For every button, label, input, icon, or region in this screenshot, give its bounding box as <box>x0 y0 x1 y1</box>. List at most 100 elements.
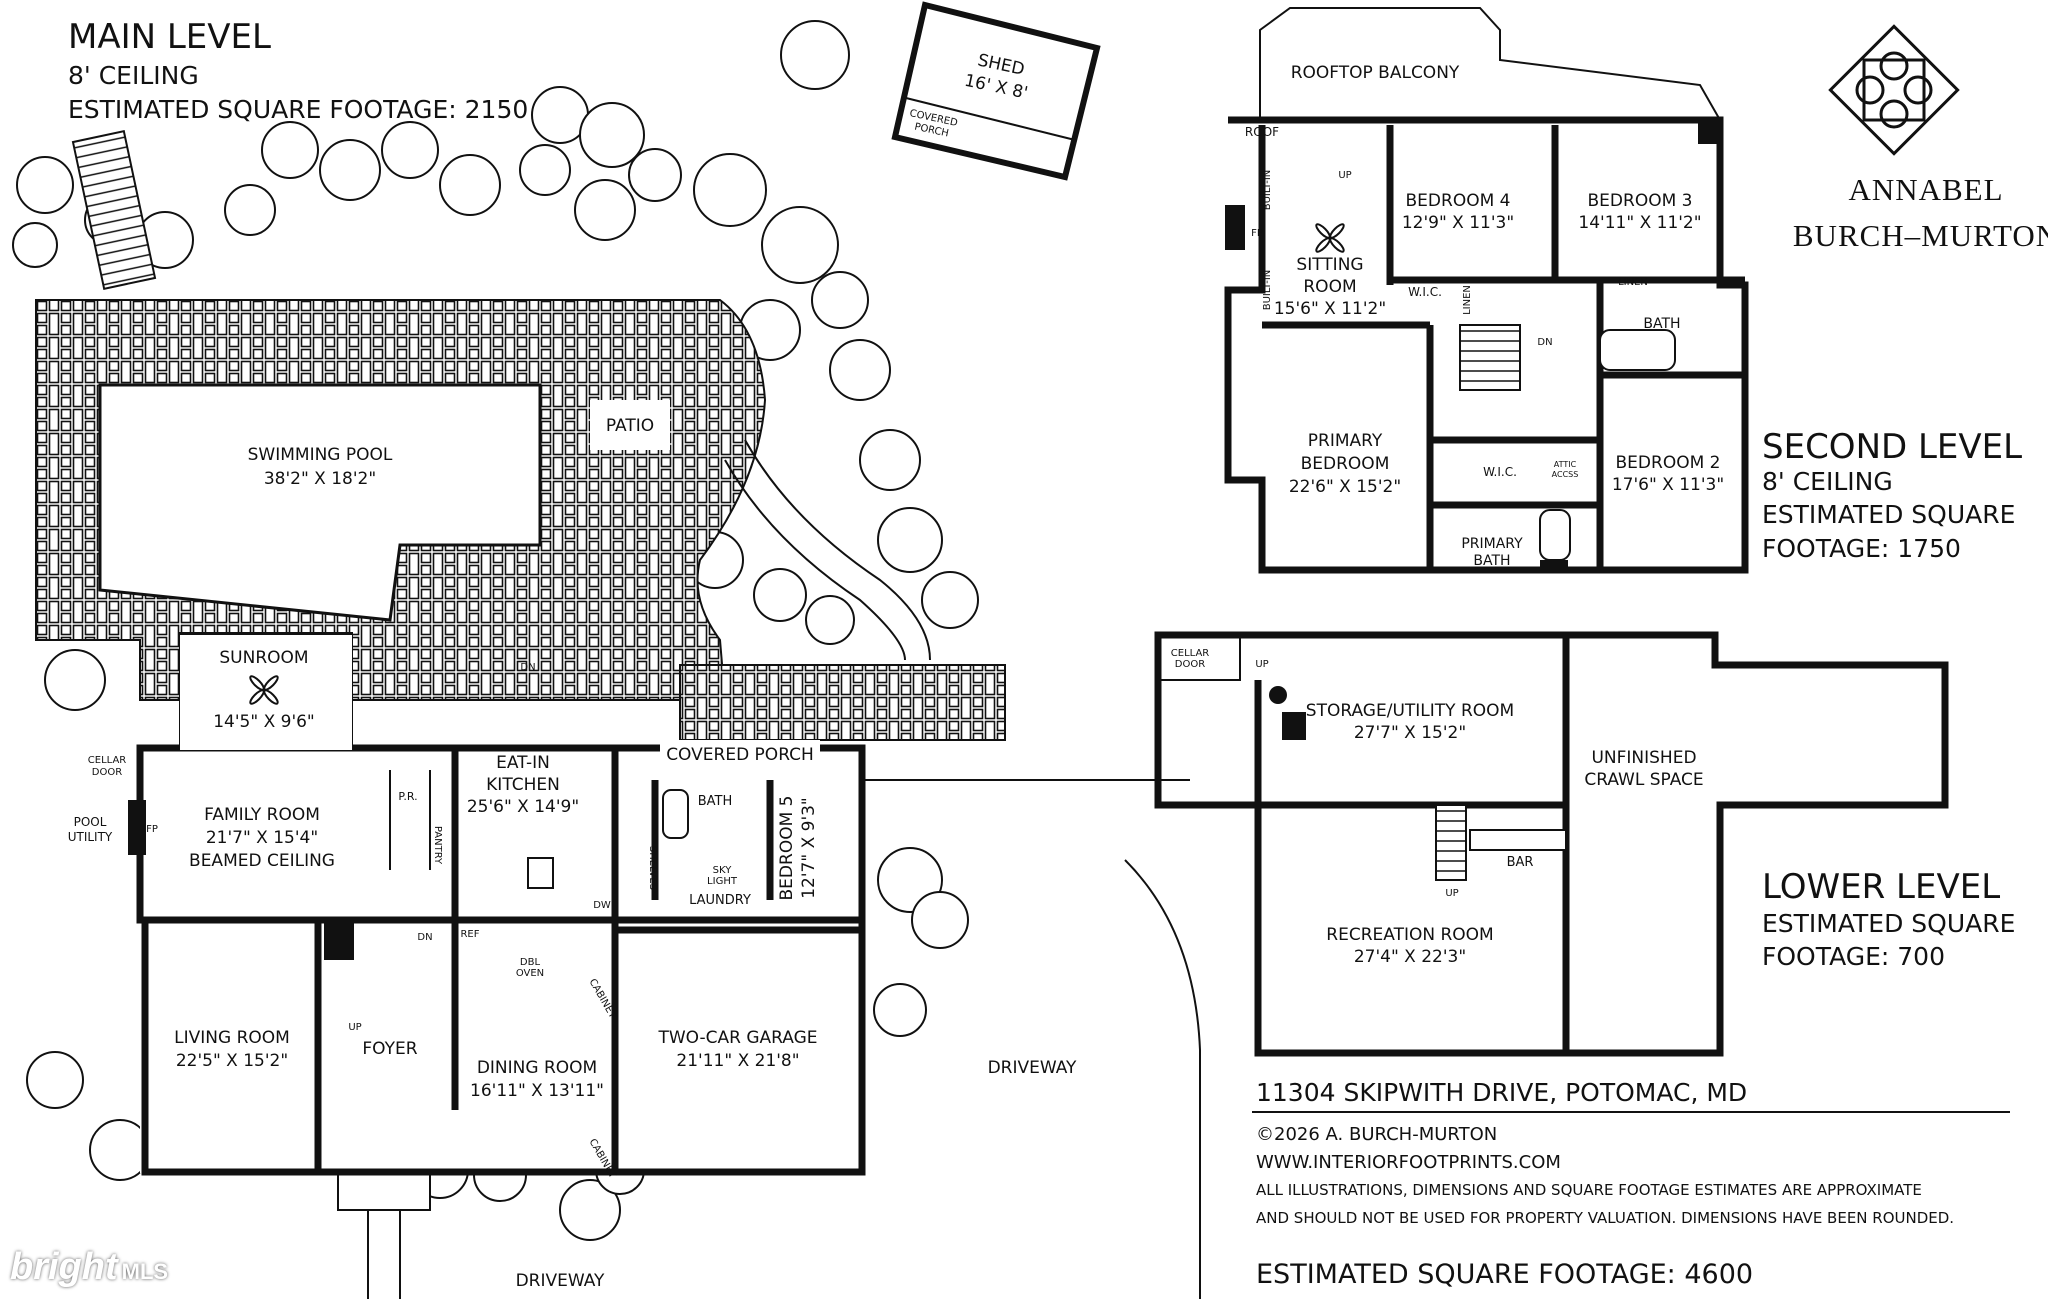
kitchen-dims: 25'6" X 14'9" <box>467 797 579 817</box>
lower-level-title: LOWER LEVEL <box>1762 867 2000 907</box>
pool-label: SWIMMING POOL <box>248 445 393 465</box>
pantry-label: PANTRY <box>432 826 443 865</box>
main-level-sqft: ESTIMATED SQUARE FOOTAGE: 2150 <box>68 95 528 124</box>
driveway-right-label: DRIVEWAY <box>988 1058 1077 1078</box>
bedroom3-label: BEDROOM 3 <box>1588 191 1693 211</box>
patio-label: PATIO <box>606 416 654 436</box>
main-fp-label: FP <box>146 824 158 835</box>
ref-label: REF <box>460 929 479 940</box>
dbl-oven-line2: OVEN <box>516 968 544 979</box>
family-room-label: FAMILY ROOM <box>204 805 320 825</box>
second-level-plan <box>1224 7 1749 574</box>
address: 11304 SKIPWITH DRIVE, POTOMAC, MD <box>1256 1078 1747 1107</box>
storage-dims: 27'7" X 15'2" <box>1354 723 1466 743</box>
shed <box>891 1 1101 181</box>
lower-up-label-top: UP <box>1255 659 1268 670</box>
shelves-label: SHELVES <box>647 846 658 890</box>
wic-primary-label: W.I.C. <box>1483 465 1517 479</box>
bedroom5-dims: 12'7" X 9'3" <box>799 797 819 899</box>
family-room-dims: 21'7" X 15'4" <box>206 828 318 848</box>
brand-line1: ANNABEL <box>1848 172 2003 207</box>
dining-room-dims: 16'11" X 13'11" <box>470 1081 604 1101</box>
bedroom4-label: BEDROOM 4 <box>1406 191 1511 211</box>
sitting-room-dims: 15'6" X 11'2" <box>1274 299 1386 319</box>
lower-level-sqft-line2: FOOTAGE: 700 <box>1762 942 1945 971</box>
driveway-bottom-label: DRIVEWAY <box>516 1271 605 1291</box>
storage-label: STORAGE/UTILITY ROOM <box>1306 701 1514 721</box>
dbl-oven-line1: DBL <box>520 957 541 968</box>
primary-bath-line2: BATH <box>1473 553 1510 569</box>
website: WWW.INTERIORFOOTPRINTS.COM <box>1256 1152 1561 1173</box>
sunroom-label: SUNROOM <box>219 648 308 668</box>
sunroom-dims: 14'5" X 9'6" <box>213 712 315 732</box>
covered-porch-label: COVERED PORCH <box>666 745 814 765</box>
recreation-label: RECREATION ROOM <box>1326 925 1493 945</box>
foyer-label: FOYER <box>362 1039 417 1059</box>
main-bath-label: BATH <box>698 794 733 809</box>
disclaimer-line1: ALL ILLUSTRATIONS, DIMENSIONS AND SQUARE… <box>1256 1181 1922 1199</box>
rooftop-balcony-label: ROOFTOP BALCONY <box>1291 63 1460 83</box>
linen-left-label: LINEN <box>1462 285 1473 315</box>
built-in-bottom-label: BUILT-IN <box>1262 270 1273 311</box>
linen-top-label: LINEN <box>1618 277 1648 288</box>
swimming-pool <box>98 383 542 622</box>
ceiling-fan-icon <box>1315 223 1345 253</box>
attic-line1: ATTIC <box>1554 460 1577 469</box>
main-stair-up-label: UP <box>348 1022 361 1033</box>
covered-porch-pavers <box>679 664 1006 741</box>
sitting-room-line2: ROOM <box>1303 277 1356 297</box>
bar-label: BAR <box>1507 855 1534 870</box>
built-in-top-label: BUILT-IN <box>1262 170 1273 211</box>
pool-utility-line1: POOL <box>74 815 107 829</box>
sky-light-line2: LIGHT <box>707 876 738 887</box>
lower-cellar-door-line1: CELLAR <box>1171 648 1210 659</box>
primary-bedroom-line2: BEDROOM <box>1301 454 1390 474</box>
ceiling-fan-icon <box>249 675 279 705</box>
total-sqft: ESTIMATED SQUARE FOOTAGE: 4600 <box>1256 1259 1753 1290</box>
primary-bedroom-dims: 22'6" X 15'2" <box>1289 477 1401 497</box>
sky-light-line1: SKY <box>713 865 733 876</box>
second-up-label: UP <box>1338 170 1351 181</box>
disclaimer-line2: AND SHOULD NOT BE USED FOR PROPERTY VALU… <box>1256 1209 1954 1227</box>
main-level-title: MAIN LEVEL <box>68 17 271 57</box>
annabel-burch-murton-logo <box>1828 24 1960 156</box>
primary-bedroom-line1: PRIMARY <box>1308 431 1383 451</box>
dw-label: DW <box>593 900 611 911</box>
laundry-label: LAUNDRY <box>689 893 751 908</box>
crawl-line2: CRAWL SPACE <box>1584 770 1703 790</box>
lower-cellar-door-line2: DOOR <box>1175 659 1205 670</box>
kitchen-line2: KITCHEN <box>486 775 560 795</box>
brand-line2: BURCH–MURTON <box>1793 218 2048 253</box>
bedroom4-dims: 12'9" X 11'3" <box>1402 213 1514 233</box>
watermark-brand: bright <box>10 1246 118 1288</box>
second-level-sqft-line2: FOOTAGE: 1750 <box>1762 534 1961 563</box>
bedroom2-dims: 17'6" X 11'3" <box>1612 475 1724 495</box>
roof-label: ROOF <box>1245 125 1279 139</box>
wic-top-label: W.I.C. <box>1408 285 1442 299</box>
living-room-dims: 22'5" X 15'2" <box>176 1051 288 1071</box>
main-stair-dn-label: DN <box>417 932 432 943</box>
primary-bath-line1: PRIMARY <box>1461 536 1523 552</box>
bedroom5-label: BEDROOM 5 <box>777 796 797 901</box>
bedroom2-label: BEDROOM 2 <box>1616 453 1721 473</box>
dining-room-label: DINING ROOM <box>477 1058 597 1078</box>
second-level-ceiling: 8' CEILING <box>1762 467 1893 496</box>
kitchen-line1: EAT-IN <box>496 753 550 773</box>
pool-utility-line2: UTILITY <box>68 830 113 844</box>
garage-label: TWO-CAR GARAGE <box>657 1028 817 1048</box>
bedroom3-dims: 14'11" X 11'2" <box>1578 213 1701 233</box>
second-bath-label: BATH <box>1643 316 1680 332</box>
lower-level-plan <box>1154 631 1949 1057</box>
recreation-dims: 27'4" X 22'3" <box>1354 947 1466 967</box>
lower-level-sqft-line1: ESTIMATED SQUARE <box>1762 909 2015 938</box>
powder-room-label: P.R. <box>398 790 417 803</box>
watermark-suffix: MLS <box>121 1259 169 1284</box>
main-level-ceiling: 8' CEILING <box>68 61 199 90</box>
copyright: ©2026 A. BURCH-MURTON <box>1256 1124 1497 1145</box>
second-level-title: SECOND LEVEL <box>1762 427 2022 467</box>
sitting-room-line1: SITTING <box>1296 255 1363 275</box>
second-level-sqft-line1: ESTIMATED SQUARE <box>1762 500 2015 529</box>
sunroom-dn-label: DN <box>520 662 535 673</box>
